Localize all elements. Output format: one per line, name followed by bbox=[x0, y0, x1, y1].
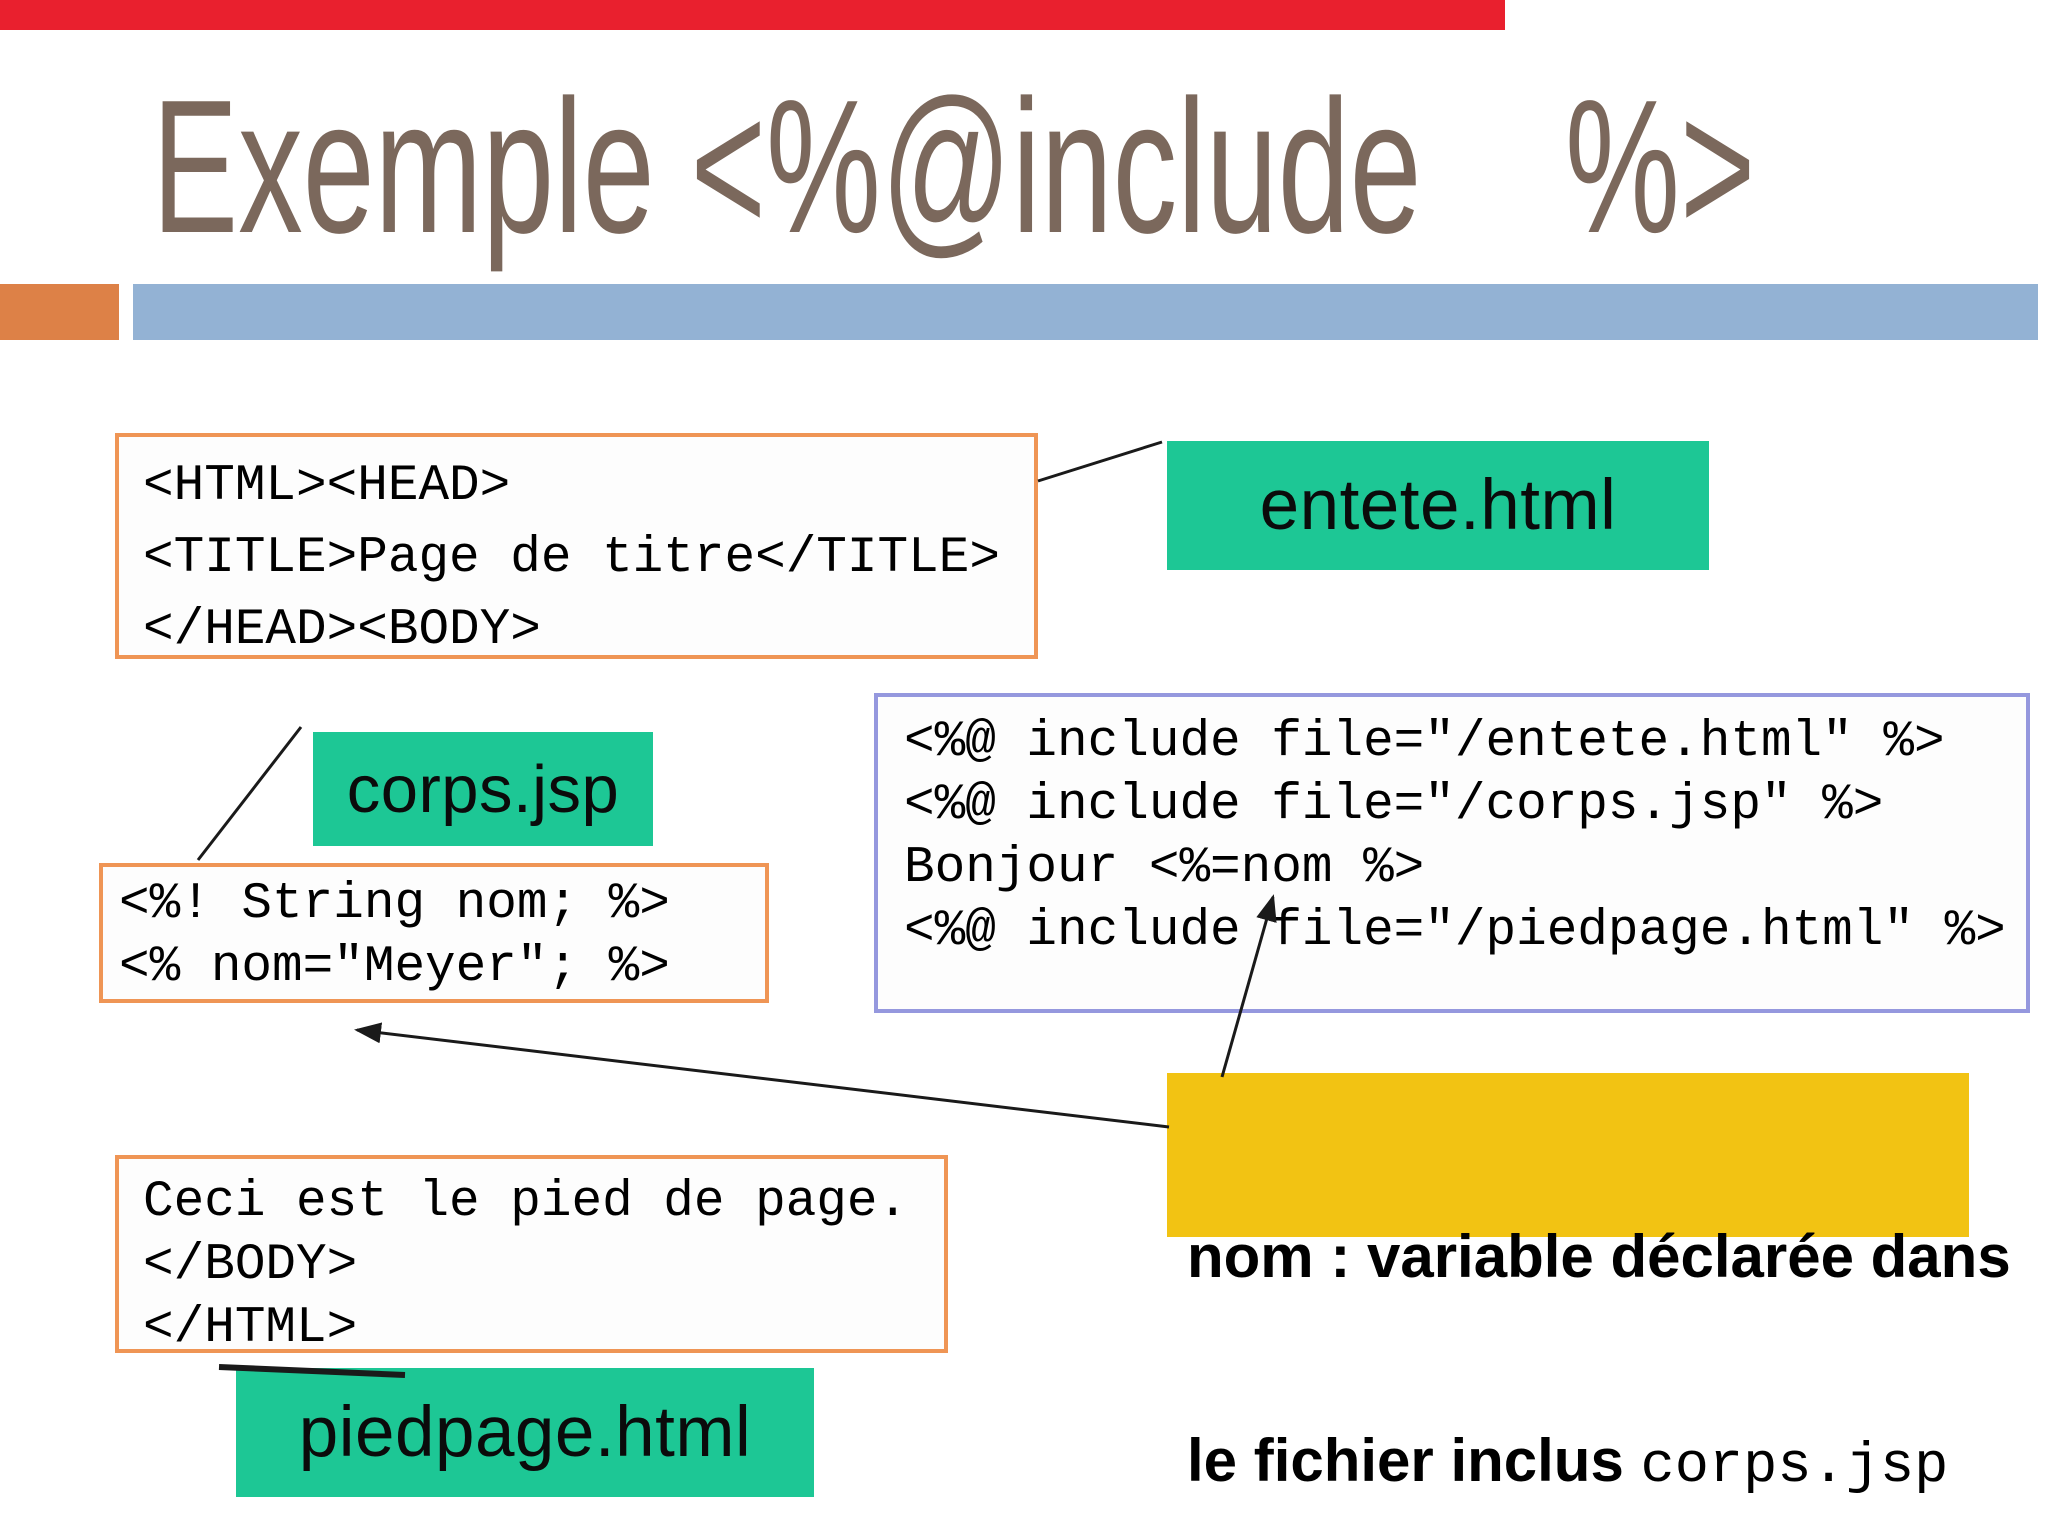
entete-code-box: <HTML><HEAD> <TITLE>Page de titre</TITLE… bbox=[115, 433, 1038, 659]
corps-code-box: <%! String nom; %> <% nom="Meyer"; %> bbox=[99, 863, 769, 1003]
slide-title: Exemple <%@include %> bbox=[152, 61, 1756, 273]
entete-file-label-text: entete.html bbox=[1259, 466, 1617, 545]
include-to-corps-arrow bbox=[354, 1022, 1170, 1129]
nom-note-line2: le fichier inclus corps.jsp bbox=[1187, 1427, 1969, 1501]
nom-note-line2-text: le fichier inclus bbox=[1187, 1427, 1641, 1494]
code-line: <% nom="Meyer"; %> bbox=[119, 939, 670, 996]
accent-bar-blue bbox=[133, 284, 2038, 340]
code-line: <%@ include file="/piedpage.html" %> bbox=[904, 903, 2006, 960]
code-line: Bonjour <%=nom %> bbox=[904, 840, 1425, 897]
code-line: Ceci est le pied de page. bbox=[143, 1174, 909, 1231]
code-line: <%@ include file="/corps.jsp" %> bbox=[904, 777, 1884, 834]
nom-note-line1: nom : variable déclarée dans bbox=[1187, 1223, 2011, 1290]
code-line: <HTML><HEAD> bbox=[143, 458, 511, 515]
nom-note-line2-code: corps.jsp bbox=[1640, 1435, 1949, 1499]
piedpage-file-label: piedpage.html bbox=[236, 1368, 814, 1497]
code-line: <TITLE>Page de titre</TITLE> bbox=[143, 530, 1000, 587]
piedpage-code-box: Ceci est le pied de page. </BODY> </HTML… bbox=[115, 1155, 948, 1357]
code-line: </HTML> bbox=[143, 1300, 358, 1357]
corps-file-label-text: corps.jsp bbox=[346, 751, 620, 827]
entete-file-label: entete.html bbox=[1167, 441, 1709, 570]
code-line: <%@ include file="/entete.html" %> bbox=[904, 714, 1945, 771]
entete-connector-line bbox=[1037, 440, 1163, 483]
accent-square-orange bbox=[0, 284, 119, 340]
nom-note-box: nom : variable déclarée dans le fichier … bbox=[1167, 1073, 2011, 1499]
corps-file-label: corps.jsp bbox=[313, 732, 653, 846]
jsp-include-code-box: <%@ include file="/entete.html" %> <%@ i… bbox=[874, 693, 2030, 1013]
top-red-bar bbox=[0, 0, 1505, 30]
corps-connector-line bbox=[196, 726, 303, 861]
code-line: </BODY> bbox=[143, 1237, 358, 1294]
piedpage-file-label-text: piedpage.html bbox=[298, 1393, 752, 1472]
code-line: <%! String nom; %> bbox=[119, 876, 670, 933]
code-line: </HEAD><BODY> bbox=[143, 602, 541, 659]
